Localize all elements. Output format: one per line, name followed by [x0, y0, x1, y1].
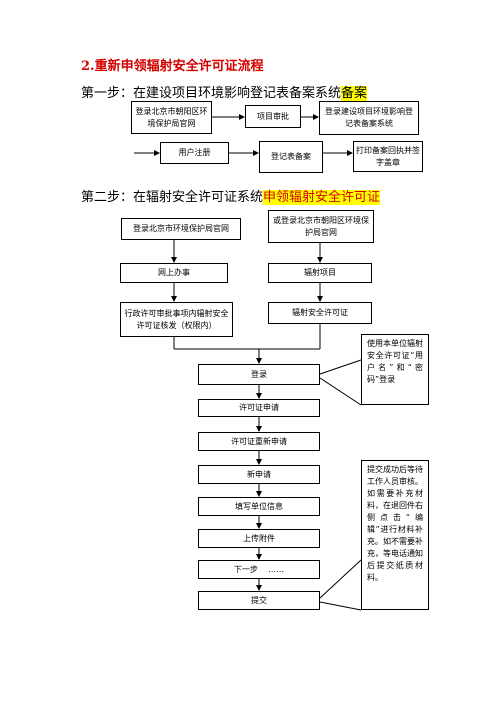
flow-license-apply-box: 许可证申请: [198, 399, 320, 417]
flow-login-box: 登录: [198, 364, 320, 385]
flow-reapply-box: 许可证重新申请: [198, 432, 320, 451]
step2-heading: 第二步：在辐射安全许可证系统申领辐射安全许可证: [81, 190, 381, 205]
step1-login-system-box: 登录建设项目环境影响登记表备案系统: [319, 101, 419, 135]
flow-unit-info-box: 填写单位信息: [198, 497, 320, 516]
step2-radiation-project-box: 辐射项目: [268, 263, 372, 283]
step1-print-receipt-box: 打印备案回执并签字盖章: [353, 141, 423, 172]
step2-login-site-box: 登录北京市环境保护局官网: [121, 218, 241, 240]
flow-upload-box: 上传附件: [198, 529, 320, 548]
note-login-credentials: 使用本单位辐射安全许可证“用户名”和“密码”登录: [361, 334, 429, 405]
step2-admin-review-box: 行政许可审批事项内辐射安全许可证核发（权限内）: [120, 302, 233, 337]
step2-alt-login-site-box: 或登录北京市朝阳区环境保护局官网: [268, 210, 374, 243]
step1-user-register-box: 用户注册: [160, 142, 229, 164]
flow-new-apply-box: 新申请: [198, 465, 320, 484]
step1-project-approval-box: 项目审批: [245, 105, 301, 128]
step2-online-service-box: 网上办事: [120, 263, 228, 283]
page-title: 2.重新申领辐射安全许可证流程: [81, 59, 264, 74]
step1-heading: 第一步：在建设项目环境影响登记表备案系统备案: [81, 86, 368, 101]
step1-form-filing-box: 登记表备案: [259, 141, 323, 173]
note-submission: 提交成功后等待工作人员审核。如需要补充材料，在退回件右侧点击“编辑”进行材料补充…: [361, 460, 429, 610]
step2-license-box: 辐射安全许可证: [268, 302, 372, 324]
flow-next-box: 下一步 ……: [198, 560, 320, 579]
flow-submit-box: 提交: [198, 591, 320, 610]
step1-login-site-box: 登录北京市朝阳区环境保护局官网: [131, 101, 212, 134]
